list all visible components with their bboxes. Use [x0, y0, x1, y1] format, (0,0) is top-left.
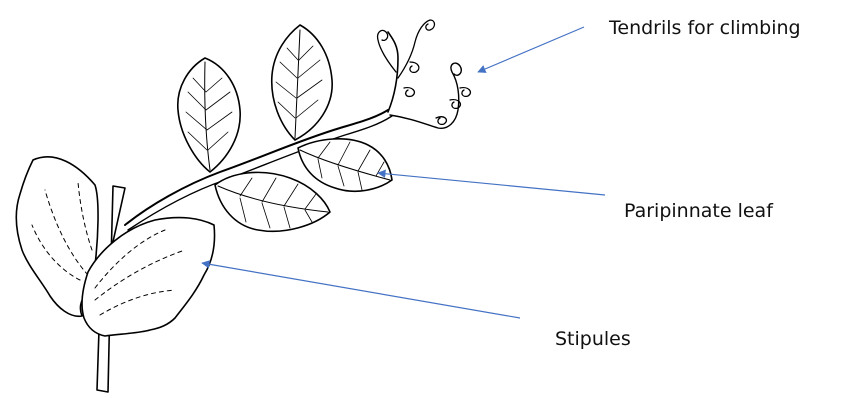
rachis	[124, 109, 389, 226]
tendrils-arrow	[477, 26, 585, 73]
stipules-arrow	[201, 260, 521, 319]
stipules-label: Stipules	[555, 328, 631, 350]
tendril-main	[387, 31, 399, 113]
leaflet-upper-middle	[270, 24, 333, 141]
leaflet-lower-right	[297, 138, 393, 192]
tendril-right	[389, 62, 463, 129]
stipule-right-vein-1	[94, 249, 186, 301]
tendril-right-curls	[435, 86, 472, 126]
stipule-left-vein-1	[44, 189, 89, 276]
tendril-middle-curls	[403, 61, 420, 98]
leaflet-upper-left-veins	[185, 77, 233, 151]
stipule-left-vein-3	[77, 181, 93, 251]
leaflet-upper-left	[177, 57, 241, 173]
leaflet-upper-left-midrib	[204, 61, 211, 171]
stipule-right-vein-3	[94, 229, 166, 289]
stipule-left-vein-2	[31, 224, 81, 281]
tendril-middle	[397, 19, 436, 79]
stipule-right-vein-2	[99, 289, 176, 316]
tendrils-label: Tendrils for climbing	[609, 17, 801, 39]
stipule-left	[15, 156, 99, 318]
leaflet-upper-middle-veins	[275, 45, 323, 119]
plant-illustration	[15, 19, 472, 393]
tendril-upper-left	[376, 29, 397, 73]
stipule-right	[81, 216, 216, 337]
paripinnate-arrow	[377, 169, 606, 196]
paripinnate-leaf-label: Paripinnate leaf	[624, 200, 773, 222]
leaflet-lower-left	[214, 171, 331, 233]
leaflet-upper-middle-midrib	[294, 29, 301, 139]
leaflet-lower-left-veins	[239, 177, 317, 229]
leaflet-lower-left-midrib	[217, 185, 329, 213]
leaflet-lower-right-veins	[317, 141, 385, 191]
rachis-lower	[127, 115, 393, 231]
